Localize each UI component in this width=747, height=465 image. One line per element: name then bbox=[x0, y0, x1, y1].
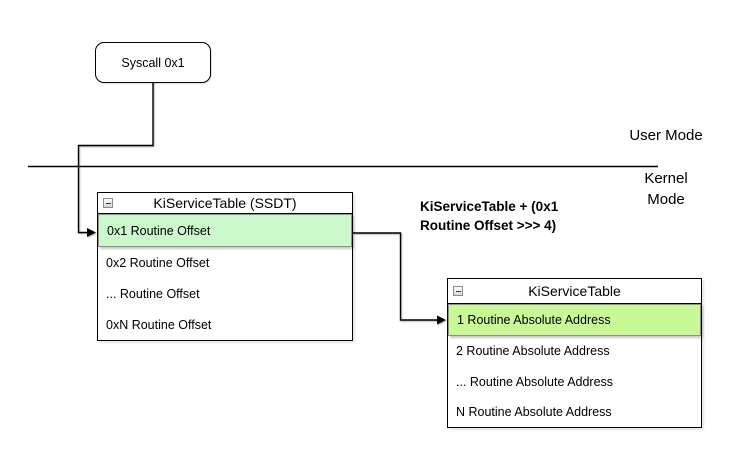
table-row: N Routine Absolute Address bbox=[448, 396, 701, 427]
ssdt-table-header: KiServiceTable (SSDT) bbox=[98, 193, 352, 214]
table-row: ... Routine Absolute Address bbox=[448, 366, 701, 397]
table-row: 1 Routine Absolute Address bbox=[448, 304, 701, 337]
table-row-label: 0x2 Routine Offset bbox=[106, 255, 210, 270]
syscall-node-label: Syscall 0x1 bbox=[121, 55, 185, 70]
collapse-minus-icon[interactable] bbox=[103, 198, 113, 208]
table-row: 0x1 Routine Offset bbox=[98, 214, 352, 247]
service-table-header: KiServiceTable bbox=[448, 279, 701, 304]
table-row-label: N Routine Absolute Address bbox=[456, 404, 612, 419]
kernel-mode-label: Kernel Mode bbox=[644, 170, 688, 208]
arrowhead-ssdt bbox=[87, 228, 96, 237]
arrowhead-service bbox=[437, 315, 446, 325]
ssdt-table-title: KiServiceTable (SSDT) bbox=[153, 195, 297, 211]
table-row-label: ... Routine Offset bbox=[106, 286, 200, 301]
service-table-title: KiServiceTable bbox=[528, 283, 621, 299]
syscall-node: Syscall 0x1 bbox=[95, 42, 211, 83]
collapse-minus-icon[interactable] bbox=[453, 286, 463, 296]
minus-glyph bbox=[105, 202, 111, 204]
connector-ssdt-to-service bbox=[353, 232, 437, 321]
table-row: 0xN Routine Offset bbox=[98, 309, 352, 340]
table-row: ... Routine Offset bbox=[98, 278, 352, 309]
table-row-label: 2 Routine Absolute Address bbox=[456, 344, 610, 359]
user-mode-label: User Mode bbox=[629, 127, 703, 144]
table-row: 0x2 Routine Offset bbox=[98, 247, 352, 278]
offset-formula-line1: KiServiceTable + (0x1 bbox=[420, 199, 559, 214]
offset-formula-annotation: KiServiceTable + (0x1 Routine Offset >>>… bbox=[420, 197, 605, 235]
connector-syscall-to-ssdt bbox=[77, 82, 154, 234]
offset-formula-line2: Routine Offset >>> 4) bbox=[420, 218, 557, 233]
table-row-label: ... Routine Absolute Address bbox=[456, 374, 614, 389]
table-row-label: 0x1 Routine Offset bbox=[107, 223, 211, 238]
ssdt-table: KiServiceTable (SSDT) 0x1 Routine Offset… bbox=[97, 192, 353, 341]
service-table: KiServiceTable 1 Routine Absolute Addres… bbox=[447, 278, 702, 428]
table-row: 2 Routine Absolute Address bbox=[448, 336, 701, 367]
table-row-label: 0xN Routine Offset bbox=[106, 317, 212, 332]
minus-glyph bbox=[455, 290, 461, 292]
table-row-label: 1 Routine Absolute Address bbox=[457, 313, 611, 328]
